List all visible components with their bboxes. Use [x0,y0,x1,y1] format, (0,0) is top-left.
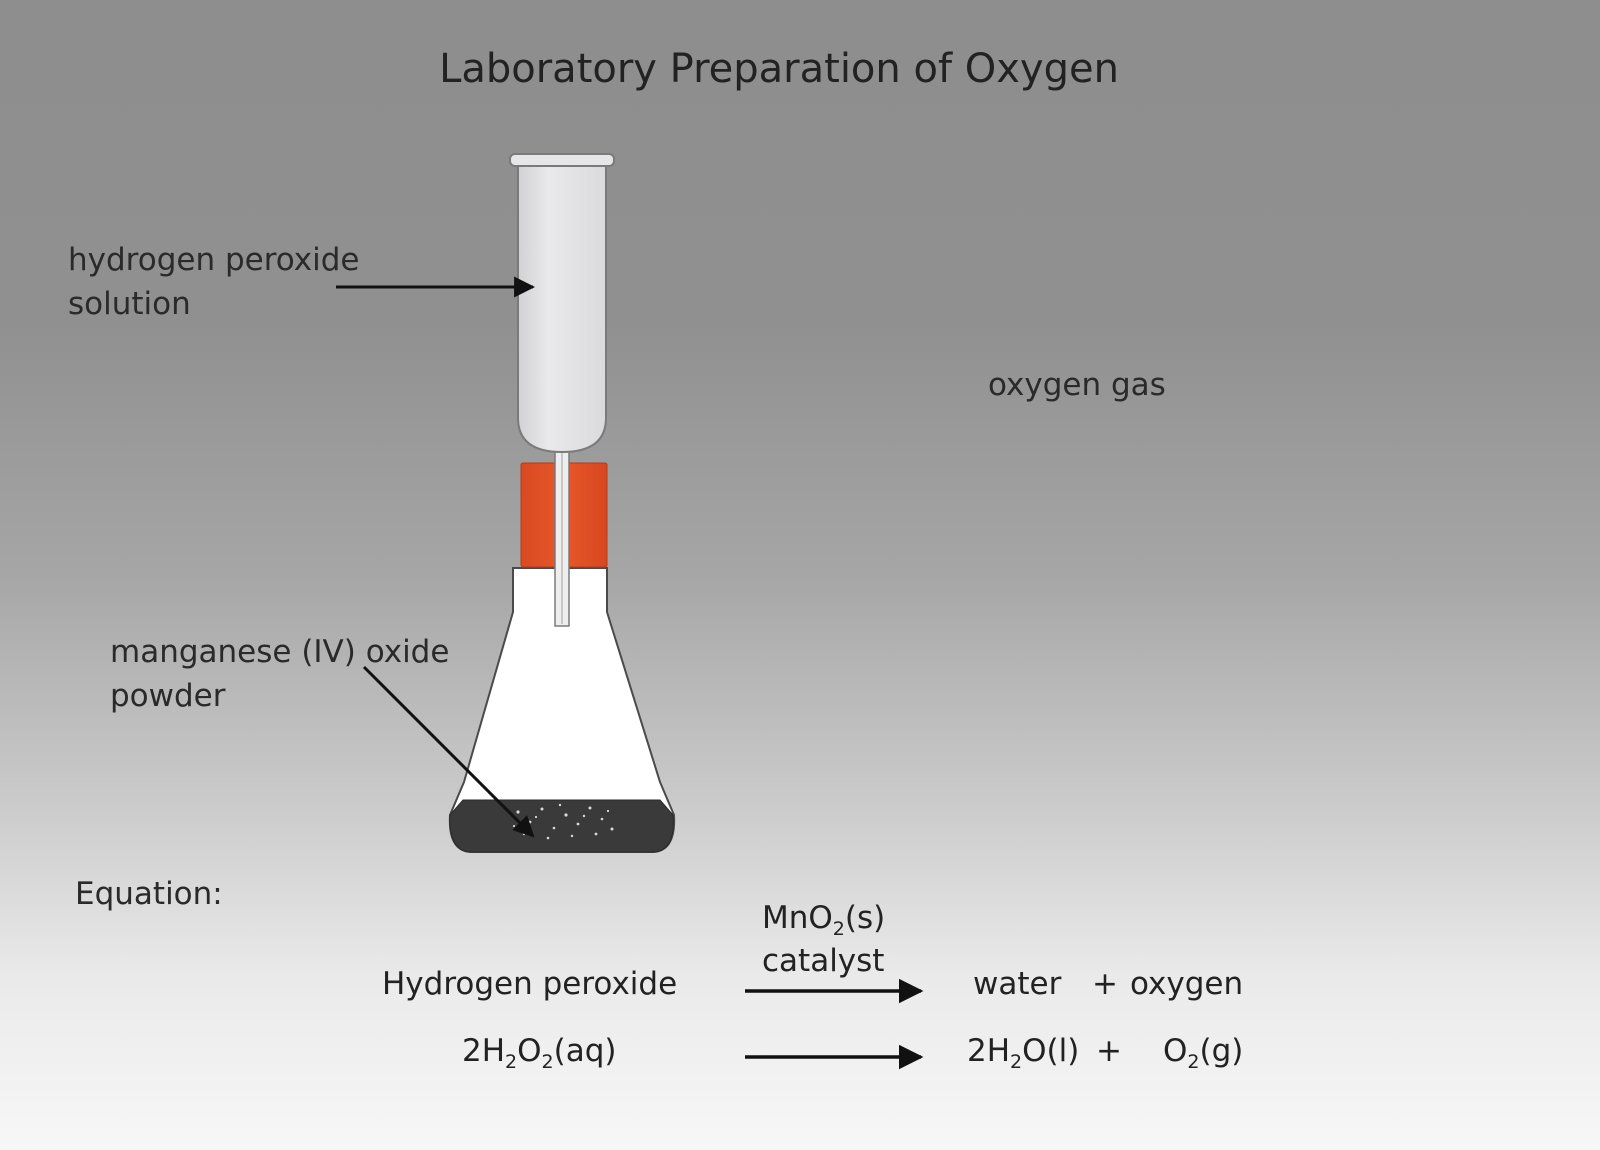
formula-part: (g) [1199,1033,1244,1069]
symbol-plus-sign: + [1096,1033,1122,1069]
formula-part: 2H [967,1033,1011,1069]
formula-part: MnO [762,900,833,936]
label-line: hydrogen peroxide [68,242,360,278]
word-product-oxygen: oxygen [1130,966,1244,1002]
formula-part: O [517,1033,542,1069]
catalyst-formula: MnO2(s) [762,900,886,939]
dropping-tube [517,159,607,454]
funnel-stem [554,439,570,627]
mno2-pointer-arrow [362,665,535,838]
label-manganese-oxide: manganese (IV) oxide powder [110,630,449,718]
label-line: manganese (IV) oxide [110,634,450,670]
mno2-powder [449,799,674,853]
formula-subscript: 2 [541,1051,554,1073]
page-title: Laboratory Preparation of Oxygen [439,46,1119,92]
formula-part: (s) [844,900,886,936]
symbol-product-oxygen: O2(g) [1163,1033,1244,1072]
formula-subscript: 2 [1187,1051,1200,1073]
formula-subscript: 2 [1010,1051,1023,1073]
formula-subscript: 2 [832,918,845,940]
formula-part: 2H [462,1033,506,1069]
formula-part: (aq) [553,1033,617,1069]
label-line: powder [110,678,226,714]
word-reactant: Hydrogen peroxide [382,966,678,1002]
formula-part: O [1163,1033,1188,1069]
powder-speckles [512,803,614,840]
catalyst-label: catalyst [762,943,885,979]
word-product-water: water [973,966,1062,1002]
formula-subscript: 2 [505,1051,518,1073]
symbol-product-water: 2H2O(l) [967,1033,1080,1072]
equation-heading: Equation: [75,876,223,912]
formula-part: O(l) [1022,1033,1080,1069]
tube-rim [509,153,615,167]
word-plus-sign: + [1092,966,1118,1002]
label-line: solution [68,286,191,322]
label-oxygen-gas: oxygen gas [988,367,1166,403]
symbol-reactant: 2H2O2(aq) [462,1033,617,1072]
label-hydrogen-peroxide: hydrogen peroxide solution [68,238,360,326]
